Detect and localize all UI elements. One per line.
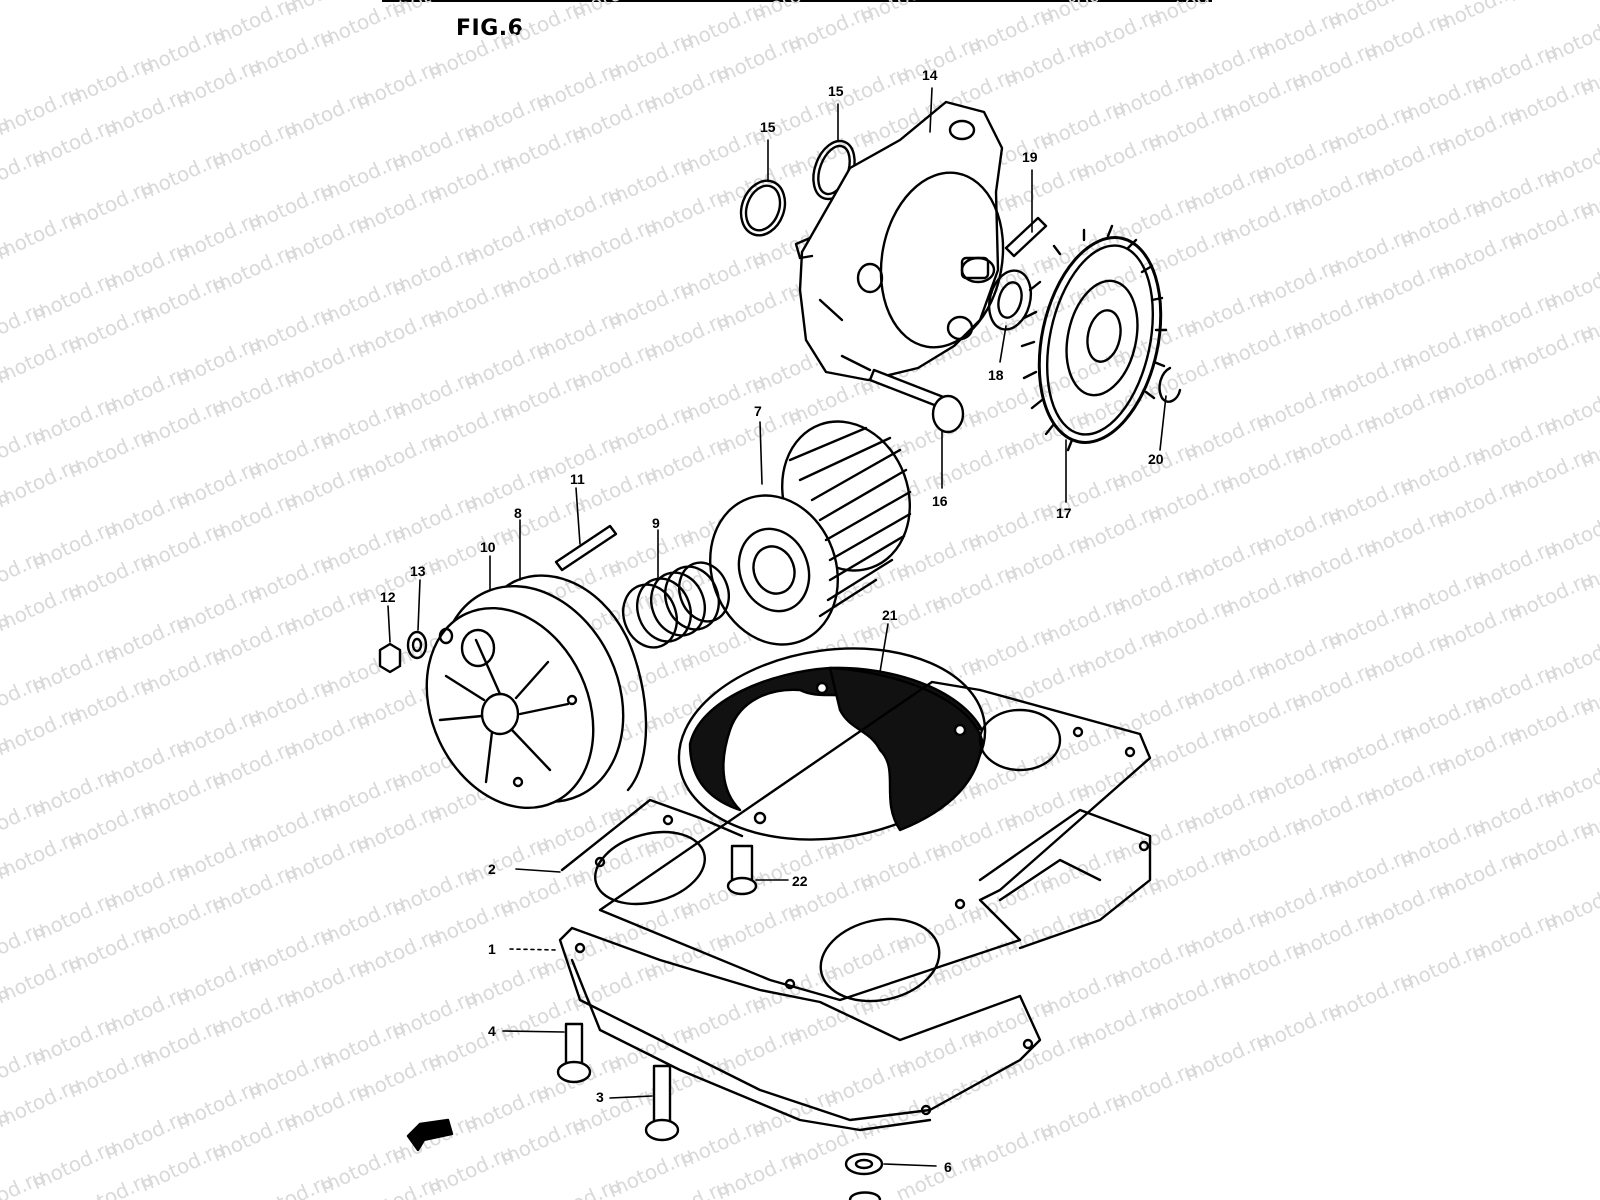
callout-labels: 15 15 14 19 18 20 17 16 7 11 9 8 10 13 1… [380, 67, 1164, 1175]
watermark-text: motod.ru [856, 0, 949, 29]
figure-title: FIG.6 [456, 16, 524, 41]
pin-19 [1004, 216, 1048, 258]
callout-1: 1 [488, 941, 496, 957]
bolt-4 [556, 1022, 592, 1084]
callout-14: 14 [922, 67, 938, 83]
watermark-text: motod.ru [388, 0, 481, 23]
pin-11 [554, 524, 618, 572]
callout-2: 2 [488, 861, 496, 877]
bolt-22 [726, 844, 758, 896]
callout-12: 12 [380, 589, 396, 605]
oil-pan-1 [558, 808, 1152, 1132]
callout-16: 16 [932, 493, 948, 509]
callout-21: 21 [882, 607, 898, 623]
washer-13 [406, 630, 428, 660]
watermark-text: motod.ru [1504, 0, 1597, 7]
top-border-line [382, 0, 1212, 2]
spring-9 [622, 561, 730, 649]
o-ring-8 [502, 574, 648, 792]
pump-gear-17 [1020, 224, 1168, 452]
callout-20: 20 [1148, 451, 1164, 467]
callout-15-left: 15 [760, 119, 776, 135]
leader-lines [387, 87, 1167, 1167]
callout-4: 4 [488, 1023, 496, 1039]
callout-19: 19 [1022, 149, 1038, 165]
watermark-text: motod.ru [1432, 0, 1525, 37]
nut-12 [378, 642, 402, 674]
washer-6 [844, 1152, 884, 1176]
callout-11: 11 [570, 471, 585, 487]
callout-9: 9 [652, 515, 660, 531]
callout-3: 3 [596, 1089, 604, 1105]
oil-pump-body [794, 100, 1005, 382]
callout-7: 7 [754, 403, 762, 419]
front-direction-arrow [406, 1118, 454, 1152]
callout-6: 6 [944, 1159, 952, 1175]
callout-17: 17 [1056, 505, 1072, 521]
washer-18 [987, 269, 1033, 331]
watermark-text: motod.ru [1144, 0, 1237, 33]
callout-13: 13 [410, 563, 426, 579]
o-ring-15-left [739, 179, 787, 237]
plate-21 [677, 647, 987, 841]
watermark-text: motod.ru [568, 0, 661, 25]
bolt-16 [868, 368, 965, 434]
bolt-3 [644, 1064, 680, 1142]
callout-18: 18 [988, 367, 1004, 383]
washer-6-lower [848, 1191, 882, 1200]
callout-10: 10 [480, 539, 496, 555]
oil-filter-7 [709, 420, 912, 646]
callout-15-right: 15 [828, 83, 844, 99]
filter-cap-10 [425, 584, 625, 810]
gasket-2 [560, 680, 1152, 1003]
watermark-text: motod.ru [1216, 0, 1309, 3]
circlip-20 [1158, 366, 1182, 403]
callout-22: 22 [792, 873, 808, 889]
callout-8: 8 [514, 505, 522, 521]
